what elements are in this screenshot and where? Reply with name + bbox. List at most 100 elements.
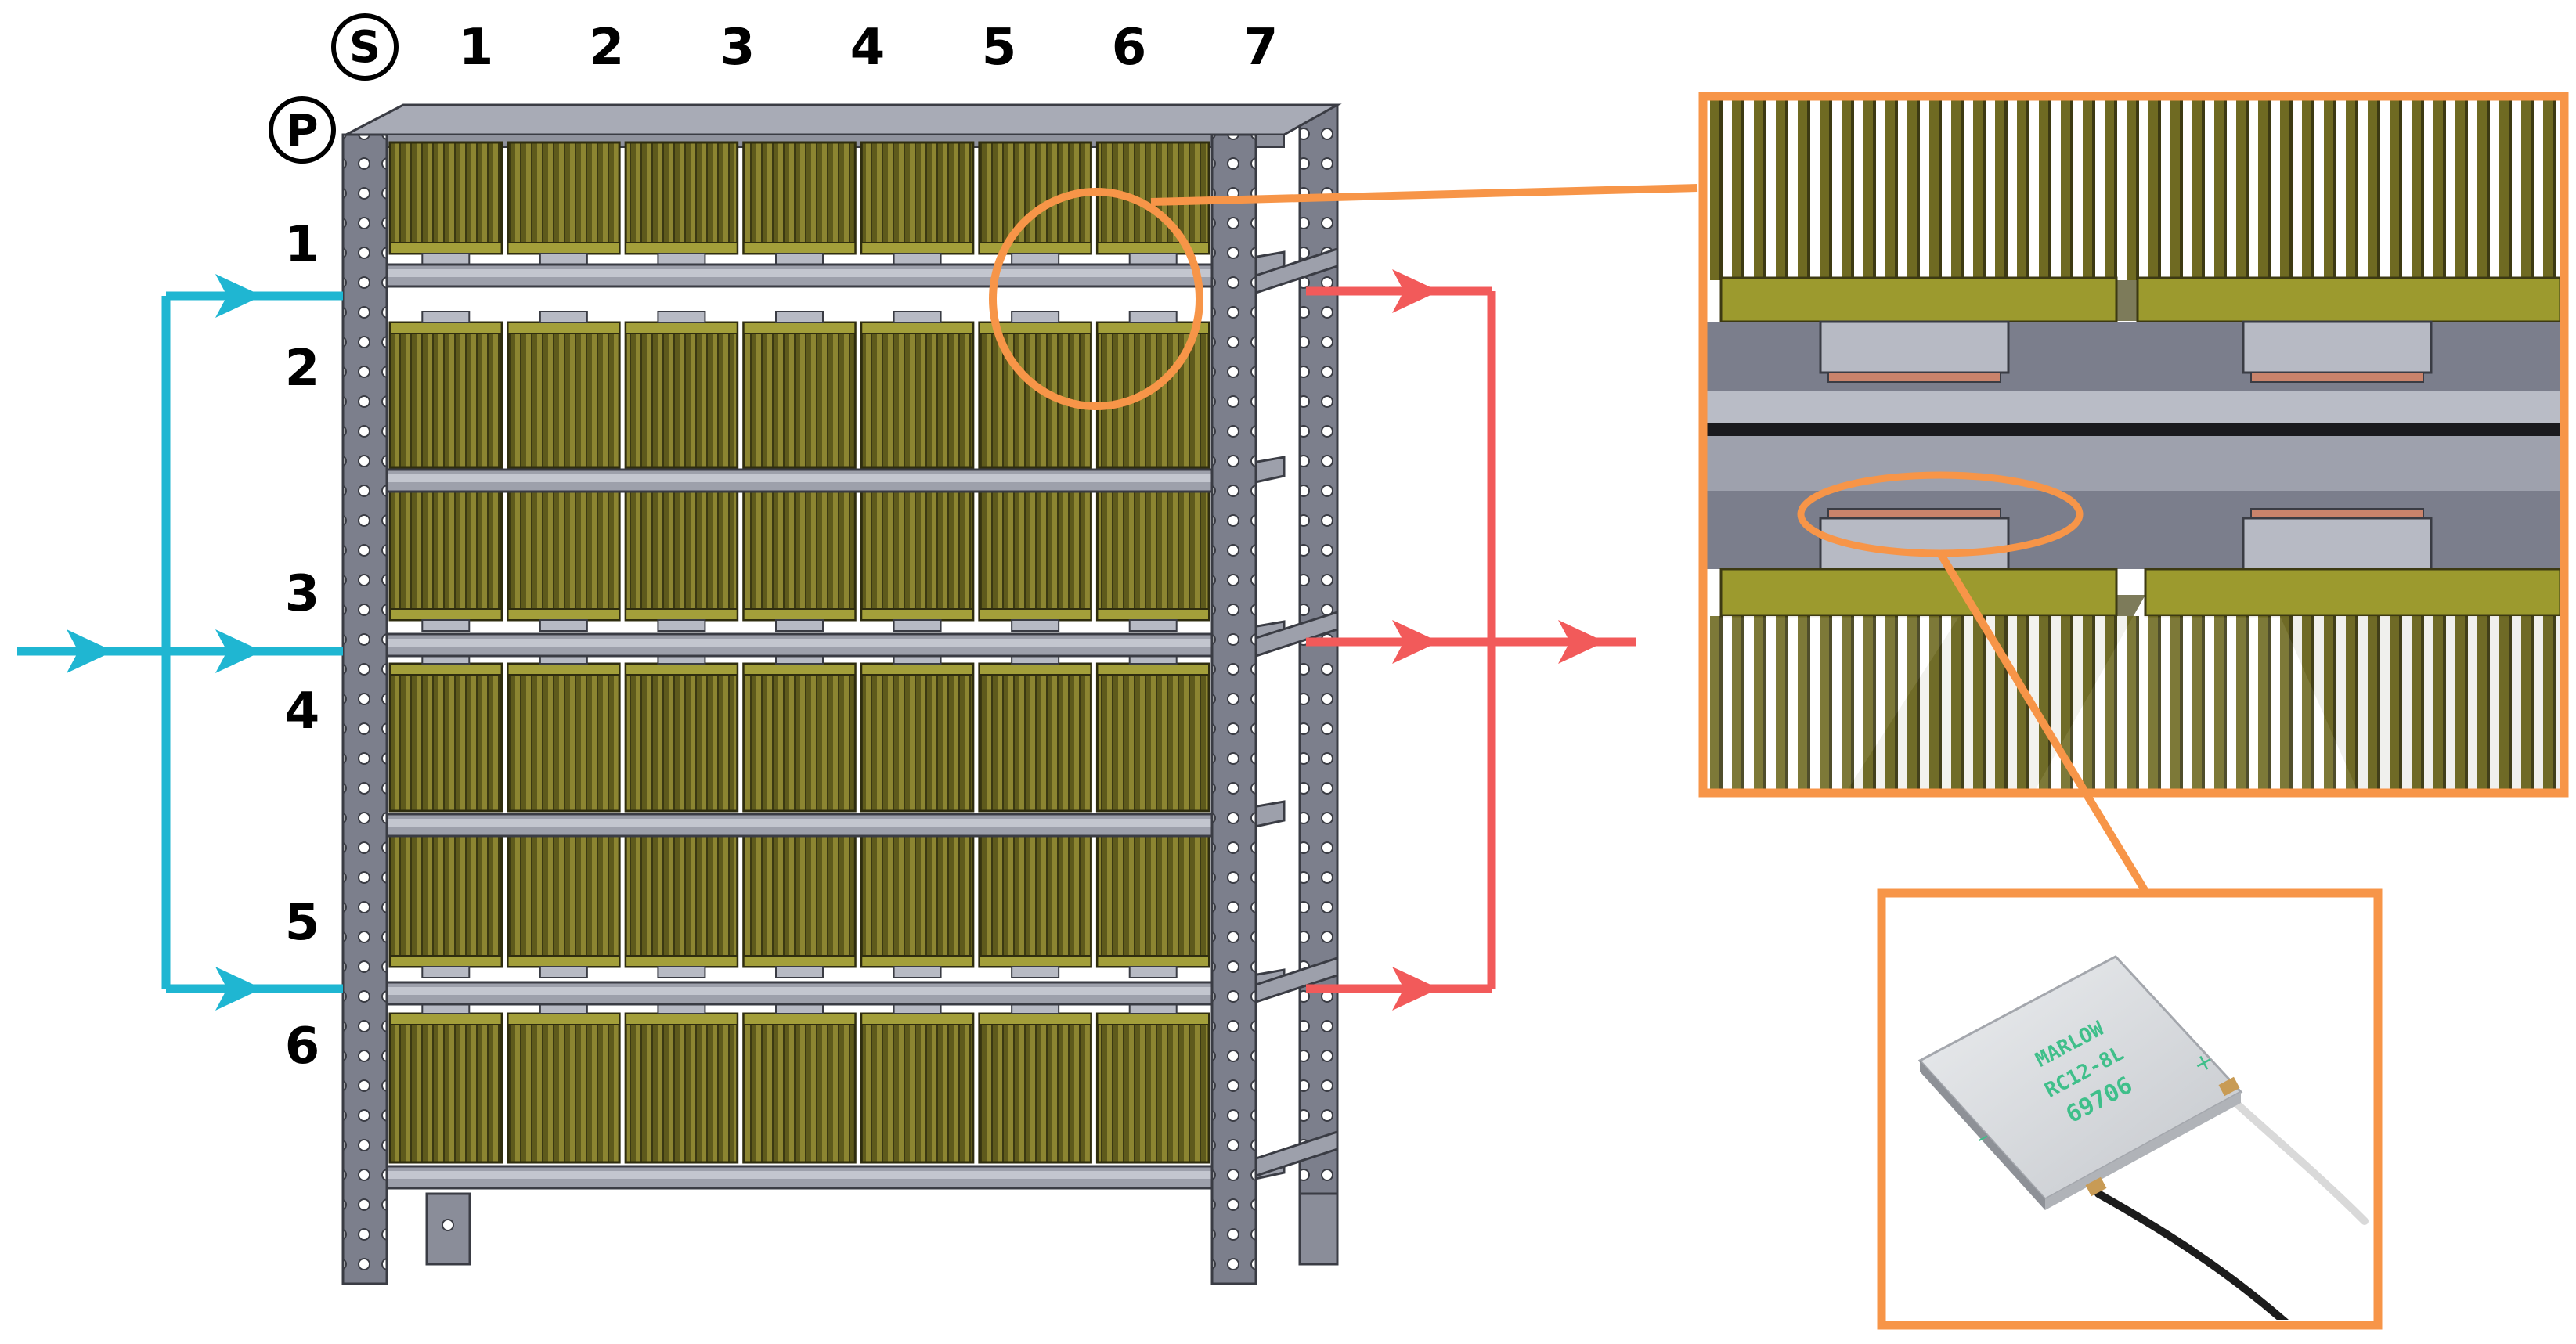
heatsink-module	[860, 311, 975, 469]
column-label-1: 1	[459, 19, 494, 77]
arrow-right-icon	[1558, 620, 1605, 664]
rack-side-brace	[1254, 956, 1339, 1004]
zoom-tec-block	[2242, 320, 2433, 374]
arrow-right-icon	[215, 629, 262, 673]
heatsink-module	[742, 1002, 857, 1164]
heatsink-module	[507, 652, 621, 813]
arrow-right-icon	[215, 967, 262, 1011]
row-label-6: 6	[285, 1018, 320, 1076]
rack-post-front-left	[341, 133, 388, 1285]
rack-shelf-lip	[387, 474, 1212, 482]
heatsink-module	[624, 1002, 739, 1164]
heatsink-module	[388, 141, 503, 265]
column-label-4: 4	[850, 19, 886, 77]
column-label-2: 2	[590, 19, 625, 77]
arrow-right-icon	[1392, 269, 1439, 313]
heatsink-module	[624, 652, 739, 813]
series-symbol: S	[349, 22, 381, 73]
heatsink-module	[742, 652, 857, 813]
column-label-3: 3	[720, 19, 756, 77]
zoom-upper-fins	[1707, 100, 2560, 280]
rack-side-brace	[1254, 247, 1339, 295]
parallel-header: P 1 2 3 4 5 6	[269, 96, 336, 1076]
heatsink-module	[624, 485, 739, 632]
heatsink-module	[860, 485, 975, 632]
heatsink-module	[507, 485, 621, 632]
zoom-shelf-band	[1707, 423, 2560, 436]
rack-shelves	[385, 250, 1286, 1190]
column-label-6: 6	[1112, 19, 1147, 77]
row-label-5: 5	[285, 894, 320, 952]
heatsink-module	[978, 1002, 1092, 1164]
zoom-tec-block	[1819, 320, 2010, 374]
tec-wire-red	[2220, 1088, 2369, 1225]
heatsink-module	[388, 485, 503, 632]
zoom-upper-heatsink-base	[1719, 276, 2118, 323]
column-label-5: 5	[982, 19, 1017, 77]
zoom-lower-heatsink-base	[2144, 568, 2560, 618]
photo-leader-line	[1936, 551, 2151, 896]
row-label-4: 4	[285, 683, 320, 740]
rack-shelf-lip	[387, 269, 1212, 277]
heatsink-module	[860, 652, 975, 813]
rack-shelf-lip	[387, 1171, 1212, 1179]
parallel-symbol-circle	[269, 96, 336, 164]
heatsink-module	[388, 652, 503, 813]
rack-post-front-right	[1210, 133, 1257, 1285]
rack-side-brace	[1254, 610, 1339, 658]
heatsink-module	[624, 141, 739, 265]
row-label-3: 3	[285, 565, 320, 623]
arrow-right-icon	[1392, 967, 1439, 1011]
rack-top-cover	[345, 103, 1342, 136]
inlet-flow	[17, 291, 343, 993]
series-symbol-circle	[331, 13, 399, 81]
heatsink-module	[742, 832, 857, 978]
rack-shelf-lip	[387, 819, 1212, 827]
row-label-1: 1	[285, 216, 320, 274]
arrow-right-icon	[67, 629, 114, 673]
heatsink-module	[507, 141, 621, 265]
heatsink-module	[978, 311, 1092, 469]
heatsink-module	[860, 832, 975, 978]
zoom-lower-heatsink-base	[1719, 568, 2118, 618]
heatsink-module	[507, 832, 621, 978]
heatsink-module	[507, 1002, 621, 1164]
heatsink-module	[978, 141, 1092, 265]
rack-shelf-lip	[387, 639, 1212, 647]
shelf-rack	[341, 103, 1342, 1285]
arrow-right-icon	[1392, 620, 1439, 664]
zoom-detail-frame	[1698, 92, 2569, 798]
zoom-tec-block	[2242, 517, 2433, 571]
arrow-right-icon	[215, 274, 262, 318]
rack-shelf-lip	[387, 987, 1212, 995]
series-header: S 1 2 3 4 5 6 7	[331, 13, 1278, 81]
heatsink-rows	[388, 141, 1210, 1164]
heatsink-module	[624, 832, 739, 978]
tec-wire-black	[2094, 1190, 2289, 1320]
heatsink-module	[978, 485, 1092, 632]
heatsink-module	[388, 1002, 503, 1164]
heatsink-module	[1095, 652, 1210, 813]
heatsink-module	[1095, 1002, 1210, 1164]
heatsink-module	[388, 311, 503, 469]
tec-module-photo: MARLOW RC12-8L 69706 + –	[1877, 888, 2383, 1330]
heatsink-module	[388, 832, 503, 978]
heatsink-module	[1095, 485, 1210, 632]
rack-side-brace	[1254, 1130, 1339, 1178]
parallel-symbol: P	[286, 106, 318, 157]
heatsink-module	[624, 311, 739, 469]
heatsink-module	[742, 485, 857, 632]
heatsink-module	[978, 652, 1092, 813]
heatsink-module	[1095, 311, 1210, 469]
zoom-detail-panel	[1698, 92, 2569, 798]
rack-foot	[1298, 1192, 1339, 1266]
zoom-upper-heatsink-base	[2136, 276, 2560, 323]
heatsink-module	[860, 141, 975, 265]
detail-highlight-ellipse	[989, 188, 1203, 410]
detail-leader-line	[1150, 184, 1698, 206]
tec-photo-frame	[1877, 888, 2383, 1330]
heatsink-module	[507, 311, 621, 469]
heatsink-module	[742, 311, 857, 469]
row-label-2: 2	[285, 340, 320, 398]
